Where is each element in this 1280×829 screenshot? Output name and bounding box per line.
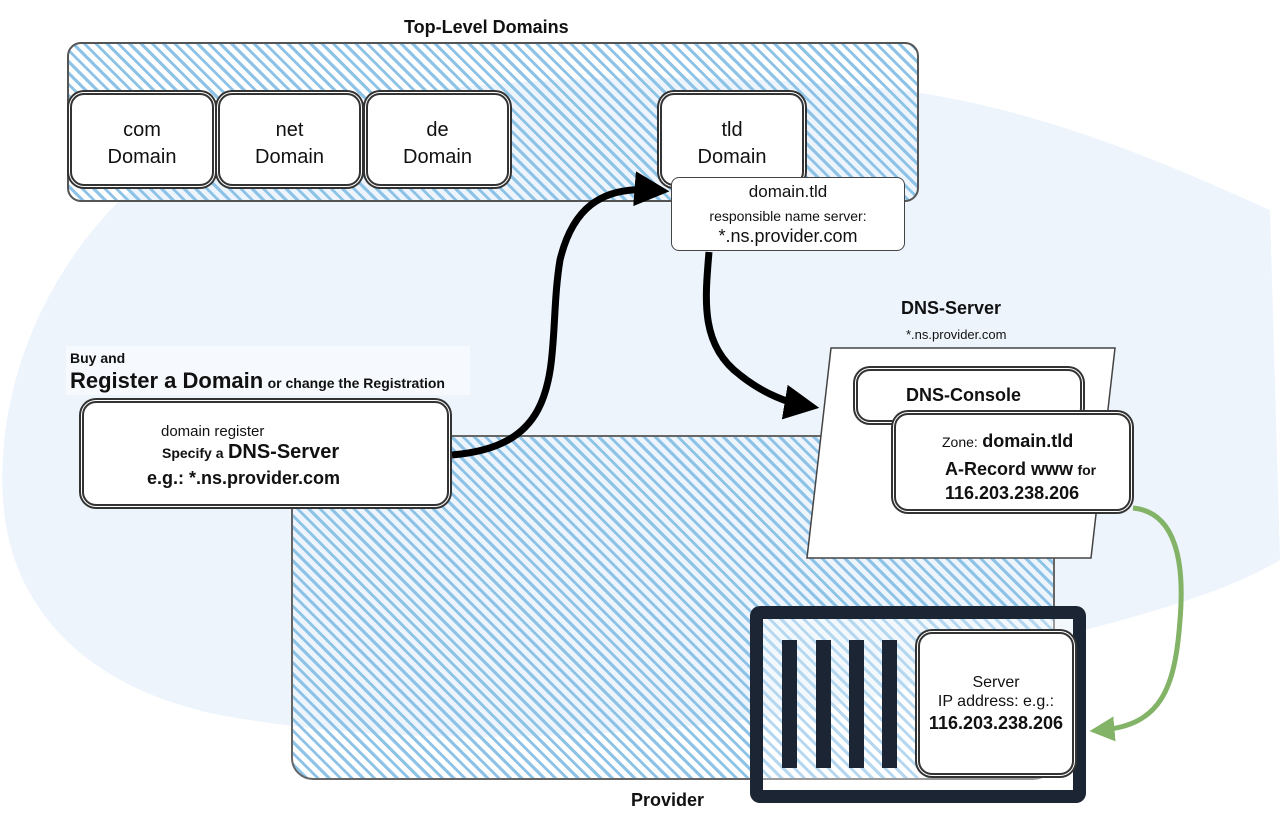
register-box-line2: Specify a DNS-Server	[162, 441, 339, 464]
register-line2: Register a Domain or change the Registra…	[70, 368, 445, 394]
server-ip: 116.203.238.206	[928, 713, 1064, 733]
register-label-bg	[66, 346, 470, 395]
register-box-line2-small: Specify a	[162, 445, 224, 461]
tld-box-net-line2: Domain	[255, 146, 324, 168]
server-line1: Server	[972, 674, 1020, 691]
dns-server-title: DNS-Server	[901, 298, 1002, 318]
register-box-line3: e.g.: *.ns.provider.com	[147, 468, 341, 488]
tld-box-com-line1: com	[123, 119, 161, 141]
server-box: Server IP address: e.g.: 116.203.238.206	[918, 632, 1074, 775]
tld-box-com-line2: Domain	[107, 146, 177, 168]
register-box-line2-big: DNS-Server	[227, 441, 340, 463]
rack-slot-1	[782, 640, 797, 768]
dns-console-label: DNS-Console	[906, 385, 1022, 405]
zone-value: domain.tld	[982, 431, 1074, 451]
dns-server-subtitle: *.ns.provider.com	[906, 327, 1007, 342]
a-record-label: A-Record www	[945, 459, 1074, 479]
tld-group-title: Top-Level Domains	[404, 17, 569, 37]
zone-label: Zone:	[942, 434, 978, 450]
tld-box-de: de Domain	[366, 93, 509, 186]
rack-slot-3	[849, 640, 864, 768]
server-line2: IP address: e.g.:	[937, 693, 1055, 710]
rack-slot-4	[882, 640, 897, 768]
rack-slot-2	[816, 640, 831, 768]
provider-label: Provider	[631, 790, 705, 810]
register-box: domain register Specify a DNS-Server e.g…	[82, 401, 449, 506]
tld-box-tld-line2: Domain	[697, 146, 767, 168]
zone-line: Zone: domain.tld	[942, 431, 1073, 452]
tld-entry-box: domain.tld responsible name server: *.ns…	[671, 177, 905, 251]
tld-box-tld: tld Domain	[660, 93, 804, 186]
tld-entry-label: responsible name server:	[709, 208, 867, 224]
a-record-line: A-Record www for	[945, 459, 1096, 480]
register-line2-big: Register a Domain	[70, 368, 264, 393]
register-line1: Buy and	[70, 350, 126, 366]
tld-box-de-line2: Domain	[403, 146, 472, 168]
zone-box: Zone: domain.tld A-Record www for 116.20…	[894, 413, 1131, 511]
tld-entry-domain: domain.tld	[748, 182, 828, 201]
zone-ip: 116.203.238.206	[945, 483, 1080, 503]
tld-box-net: net Domain	[218, 93, 361, 186]
tld-entry-server: *.ns.provider.com	[718, 226, 858, 246]
register-line2-small: or change the Registration	[267, 375, 445, 391]
a-record-for: for	[1077, 462, 1097, 478]
tld-box-com: com Domain	[70, 93, 214, 186]
register-box-line1: domain register	[161, 423, 265, 440]
tld-box-de-line1: de	[426, 119, 449, 141]
tld-box-tld-line1: tld	[721, 119, 743, 141]
tld-box-net-line1: net	[275, 119, 304, 141]
